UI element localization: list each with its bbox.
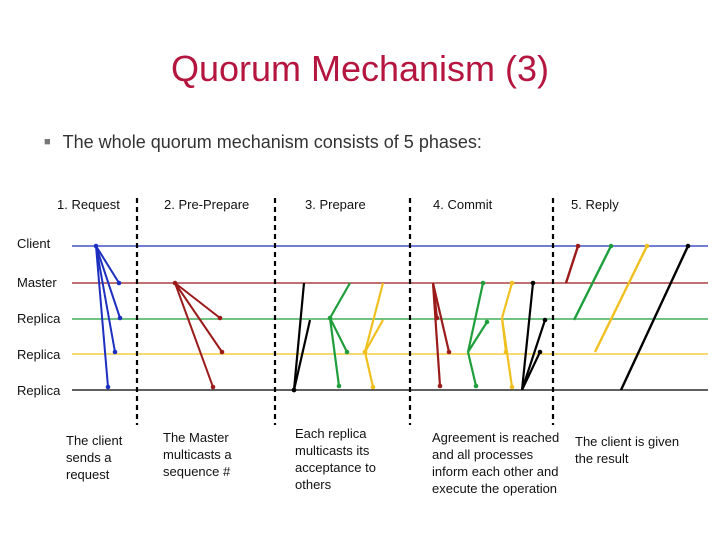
message-dot-1 <box>116 280 122 286</box>
request-origin-dot <box>93 243 99 249</box>
message-dot-16 <box>446 349 452 355</box>
phase-label-pre-prepare: 2. Pre-Prepare <box>164 197 250 212</box>
message-line-2 <box>95 245 121 319</box>
message-line-31 <box>619 245 690 391</box>
message-dot-7 <box>210 384 216 390</box>
message-dot-30 <box>644 243 650 249</box>
message-line-25 <box>520 282 535 391</box>
message-line-14 <box>364 319 384 353</box>
message-line-11 <box>329 317 348 353</box>
lane-label-replica-2: Replica <box>17 347 61 362</box>
message-line-4 <box>95 245 109 388</box>
message-line-7 <box>174 282 214 388</box>
message-line-21 <box>466 351 478 387</box>
lane-label-replica-3: Replica <box>17 383 61 398</box>
phase-label-reply: 5. Reply <box>571 197 619 212</box>
desc-commit: Agreement is reached and all processes i… <box>432 430 560 496</box>
desc-request: The client sends a request <box>66 433 123 482</box>
desc-reply: The client is given the result <box>575 434 680 466</box>
message-dot-22 <box>509 280 515 286</box>
message-line-20 <box>467 321 488 353</box>
lane-label-master: Master <box>17 275 57 290</box>
message-line-16 <box>431 282 451 353</box>
message-line-26 <box>520 319 547 391</box>
message-line-9 <box>292 319 312 391</box>
desc-pre-prepare: The Master multicasts a sequence # <box>163 430 232 479</box>
phase-label-commit: 4. Commit <box>433 197 493 212</box>
message-dot-4 <box>105 384 111 390</box>
message-dot-25 <box>530 280 536 286</box>
phase-label-prepare: 3. Prepare <box>305 197 366 212</box>
message-dot-6 <box>219 349 225 355</box>
message-dot-19 <box>480 280 486 286</box>
message-dot-17 <box>437 383 443 389</box>
message-dot-26 <box>542 317 548 323</box>
message-line-28 <box>564 245 580 284</box>
message-line-3 <box>95 245 116 353</box>
lane-label-replica-1: Replica <box>17 311 61 326</box>
message-dot-18 <box>434 315 440 321</box>
message-line-24 <box>500 317 514 388</box>
message-line-29 <box>572 245 613 321</box>
preprepare-origin-dot <box>172 280 178 286</box>
message-dot-2 <box>117 315 123 321</box>
message-line-5 <box>174 282 221 319</box>
phase-label-request: 1. Request <box>57 197 120 212</box>
message-line-22 <box>500 282 514 319</box>
bullet-point: ■ The whole quorum mechanism consists of … <box>44 132 482 153</box>
message-dot-29 <box>608 243 614 249</box>
message-line-6 <box>174 282 223 353</box>
message-line-8 <box>292 282 306 391</box>
message-dot-15 <box>370 384 376 390</box>
square-bullet-icon: ■ <box>44 136 51 148</box>
message-line-27 <box>521 351 541 391</box>
message-line-12 <box>328 317 341 387</box>
message-line-13 <box>363 282 385 353</box>
bullet-text: The whole quorum mechanism consists of 5… <box>62 132 482 152</box>
message-line-18 <box>431 282 439 319</box>
message-dot-27 <box>537 349 543 355</box>
message-dot-24 <box>509 384 515 390</box>
message-line-1 <box>95 245 120 284</box>
message-line-15 <box>363 351 375 388</box>
message-dot-21 <box>473 383 479 389</box>
message-dot-3 <box>112 349 118 355</box>
message-dot-12 <box>336 383 342 389</box>
message-dot-11 <box>344 349 350 355</box>
message-line-19 <box>466 282 485 353</box>
message-dot-31 <box>685 243 691 249</box>
message-dot-5 <box>217 315 223 321</box>
message-dot-28 <box>575 243 581 249</box>
message-line-30 <box>593 245 649 353</box>
slide-title: Quorum Mechanism (3) <box>170 48 550 89</box>
message-dot-9 <box>291 387 297 393</box>
message-dot-20 <box>484 319 490 325</box>
message-line-10 <box>329 282 351 319</box>
desc-prepare: Each replica multicasts its acceptance t… <box>295 426 376 492</box>
lane-label-client: Client <box>17 236 51 251</box>
